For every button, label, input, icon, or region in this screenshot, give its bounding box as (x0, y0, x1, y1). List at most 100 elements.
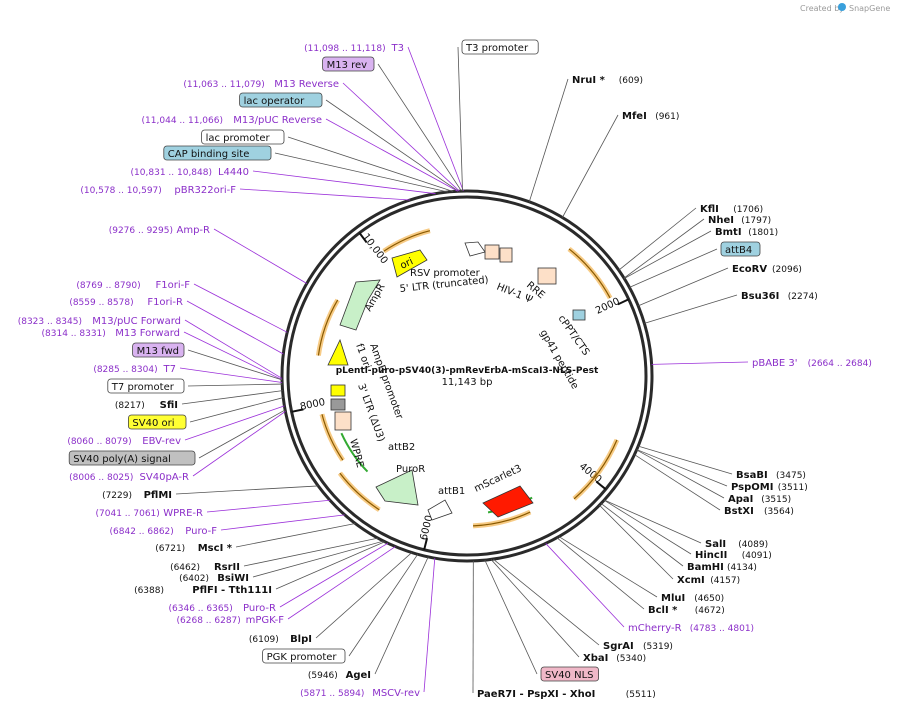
leader-line (198, 409, 286, 459)
label-name: BclI * (648, 605, 678, 616)
label-mscv-rev: MSCV-rev(5871 .. 5894) (300, 688, 420, 699)
label-position: (8060 .. 8079) (67, 437, 131, 447)
inner-label-ori: ori (399, 256, 415, 271)
label-puro-r: Puro-R (6346 .. 6365) (169, 603, 277, 614)
label-position: (6402) (179, 574, 209, 584)
label-sv40pa-r: SV40pA-R(8006 .. 8025) (69, 472, 189, 483)
sv40-ori-shape (330, 384, 346, 397)
sv40-polya-shape (330, 398, 346, 411)
primer-arc-core (568, 248, 611, 299)
label-name: MscI * (198, 543, 233, 554)
label-name: lac operator (244, 96, 305, 107)
label-box (163, 145, 272, 161)
puror-shape (375, 469, 419, 506)
label-name: PspOMI (731, 482, 773, 493)
label-position: (4783 .. 4801) (690, 624, 754, 634)
label-attb4: attB4 (720, 241, 761, 257)
label-xbai: XbaI(5340) (583, 653, 646, 664)
leader-line (325, 99, 459, 192)
leader-line (187, 349, 283, 381)
label-position: (6268 .. 6287) (177, 616, 241, 626)
label-name: F1ori-R (147, 297, 183, 308)
label-name: RsrII (214, 562, 240, 573)
label-name: BamHI (687, 562, 724, 573)
label-wpre-r: WPRE-R(7041 .. 7061) (96, 508, 204, 519)
leader-line (342, 82, 460, 192)
label-position: (4157) (710, 576, 740, 586)
rsv-shape (484, 244, 500, 260)
label-position: (7229) (102, 491, 132, 501)
label-position: (6721) (155, 544, 185, 554)
label-xcmi: XcmI(4157) (677, 575, 740, 586)
leader-line (644, 294, 738, 324)
label-name: Puro-R (243, 603, 276, 614)
label-position: (7041 .. 7061) (96, 509, 160, 519)
leader-line (634, 454, 721, 511)
label-name: mCherry-R (628, 623, 682, 634)
label-name: pBABE 3' (752, 358, 798, 369)
leader-line (604, 499, 702, 544)
label-name: MSCV-rev (372, 688, 420, 699)
label-box (720, 241, 761, 257)
leader-line (638, 445, 733, 475)
tick-mark (595, 480, 607, 490)
leader-line (206, 499, 330, 513)
leader-line (556, 537, 645, 610)
label-name: Puro-F (185, 526, 217, 537)
label-name: L4440 (218, 167, 249, 178)
leader-line (623, 218, 705, 279)
label-pflmi: PflMI(7229) (102, 490, 172, 501)
label-bsabi: BsaBI(3475) (736, 470, 806, 481)
leader-line (315, 552, 413, 639)
label-name: BmtI (715, 227, 742, 238)
label-apai: ApaI(3515) (728, 494, 791, 505)
leader-line (239, 188, 411, 201)
label-t7-promoter: T7 promoter (107, 378, 185, 394)
label-box (201, 129, 285, 145)
label-t3-promoter: T3 promoter (461, 39, 539, 55)
label-name: F1ori-F (156, 280, 191, 291)
label-m13-reverse: M13 Reverse(11,063 .. 11,079) (183, 79, 339, 90)
inner-label-attb1: attB1 (438, 486, 465, 497)
label-pbabe-3: pBABE 3'(2664 .. 2684) (752, 358, 872, 369)
label-name: NruI * (572, 75, 606, 86)
label-lac-operator: lac operator (239, 92, 323, 108)
leader-line (423, 558, 436, 693)
label-blpi: BlpI(6109) (249, 634, 312, 645)
label-bmti: BmtI(1801) (715, 227, 778, 238)
snapgene-brand-text: SnapGene (849, 4, 890, 13)
tick-mark (617, 298, 630, 306)
label-sgrai: SgrAI(5319) (603, 641, 673, 652)
label-position: (11,044 .. 11,066) (142, 116, 223, 126)
label-box (107, 378, 185, 394)
primer-arc (315, 298, 340, 356)
cppt-shape (572, 309, 586, 321)
label-mlui: MluI(4650) (661, 593, 724, 604)
label-position: (3564) (764, 507, 794, 517)
label-name: T7 promoter (111, 382, 175, 393)
label-sv40-nls: SV40 NLS (540, 666, 599, 682)
label-position: (6346 .. 6365) (169, 604, 233, 614)
label-pbr322ori-f: pBR322ori-F(10,578 .. 10,597) (80, 185, 236, 196)
leader-line (348, 554, 419, 657)
leader-line (252, 170, 436, 195)
inner-features (327, 241, 586, 521)
leader-line (636, 449, 725, 499)
leader-line (624, 230, 712, 279)
leader-line (618, 207, 697, 271)
label-m13-rev: M13 rev (322, 56, 375, 72)
primer-arc (337, 471, 381, 512)
label-position: (5319) (643, 642, 673, 652)
label-agei: AgeI(5946) (308, 670, 371, 681)
green-arc (340, 432, 369, 473)
leader-line (374, 556, 429, 675)
label-name: SV40 NLS (545, 670, 594, 681)
label-position: (961) (655, 112, 679, 122)
tick-label: 2000 (594, 296, 622, 317)
label-box (239, 92, 323, 108)
label-name: T7 (163, 364, 176, 375)
leader-line (651, 361, 749, 365)
label-position: (6462) (170, 563, 200, 573)
leader-line (629, 248, 718, 288)
label-sv40-ori: SV40 ori (127, 414, 187, 430)
